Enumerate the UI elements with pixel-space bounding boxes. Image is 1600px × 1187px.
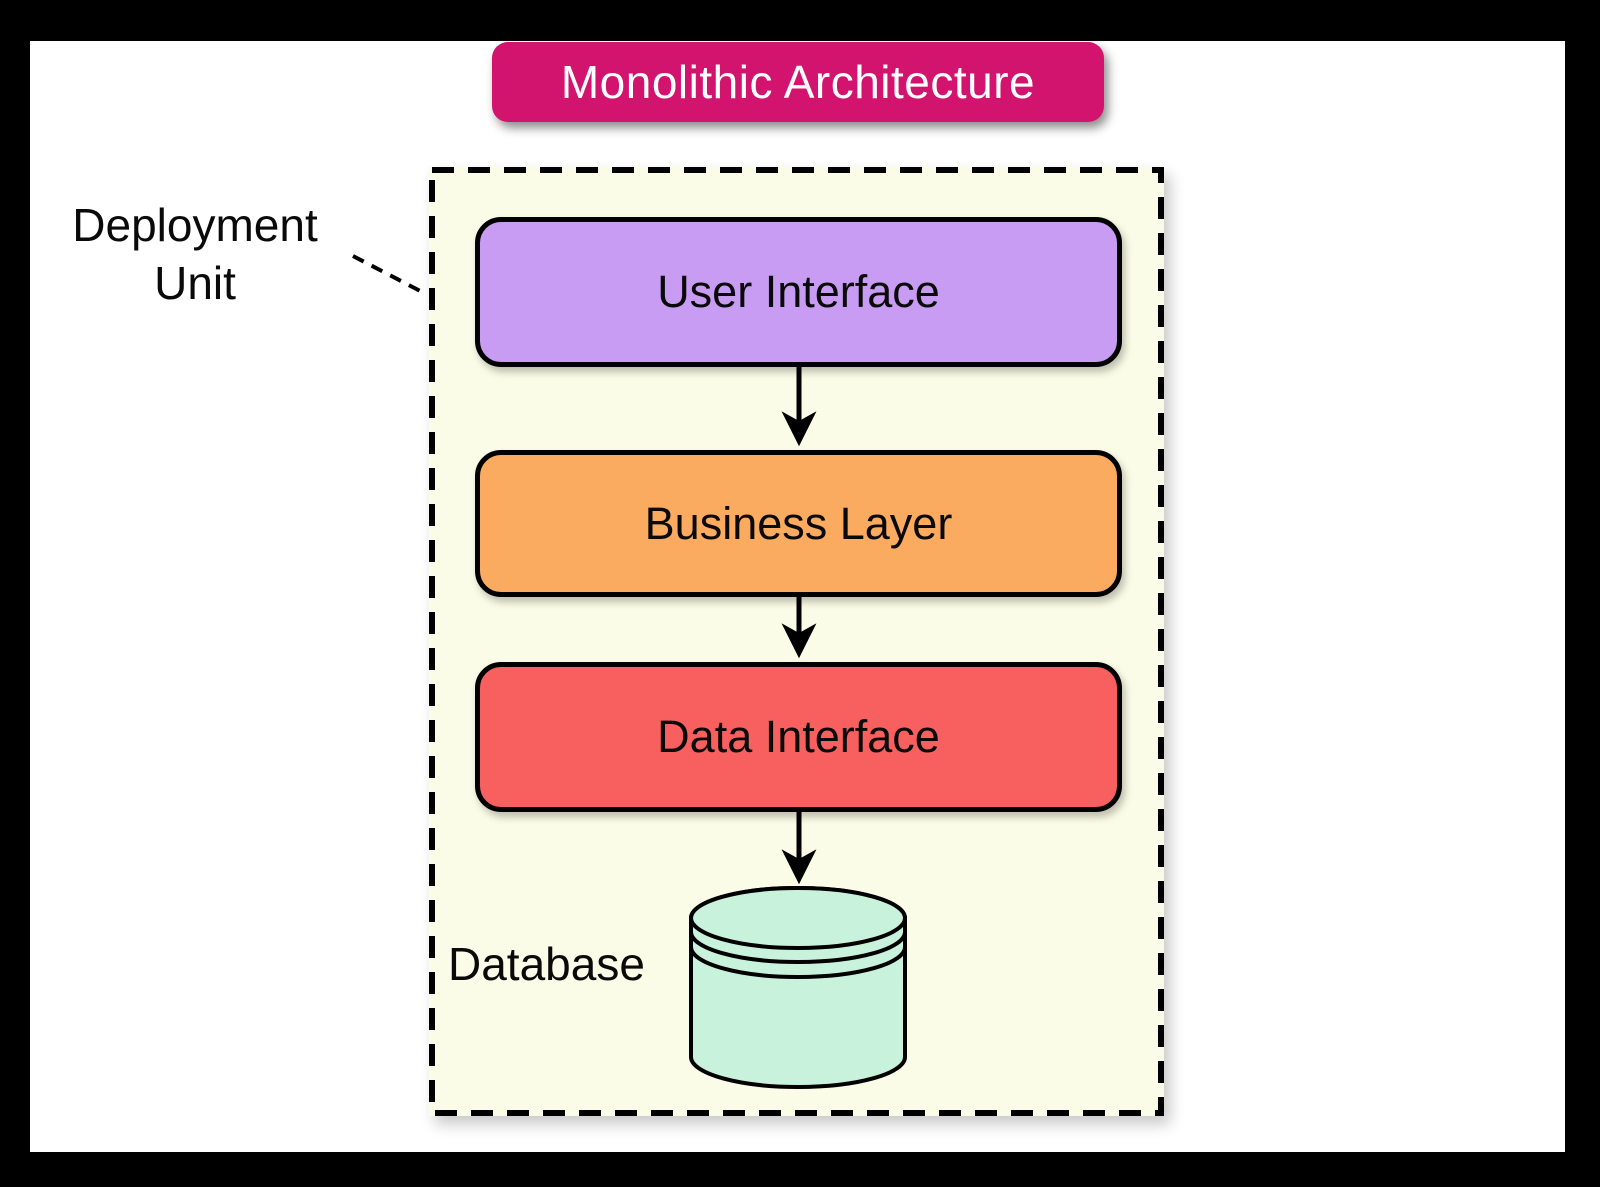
layer-business-layer-label: Business Layer xyxy=(644,497,953,549)
layer-user-interface: User Interface xyxy=(475,217,1122,367)
database-label: Database xyxy=(448,938,645,990)
title-banner: Monolithic Architecture xyxy=(492,42,1104,122)
layer-data-interface-label: Data Interface xyxy=(657,711,940,762)
layer-user-interface-label: User Interface xyxy=(657,266,940,317)
layer-business-layer: Business Layer xyxy=(475,450,1122,597)
diagram-title: Monolithic Architecture xyxy=(560,56,1036,108)
layer-data-interface: Data Interface xyxy=(475,662,1122,812)
deployment-unit-label: Deployment Unit xyxy=(72,199,318,309)
